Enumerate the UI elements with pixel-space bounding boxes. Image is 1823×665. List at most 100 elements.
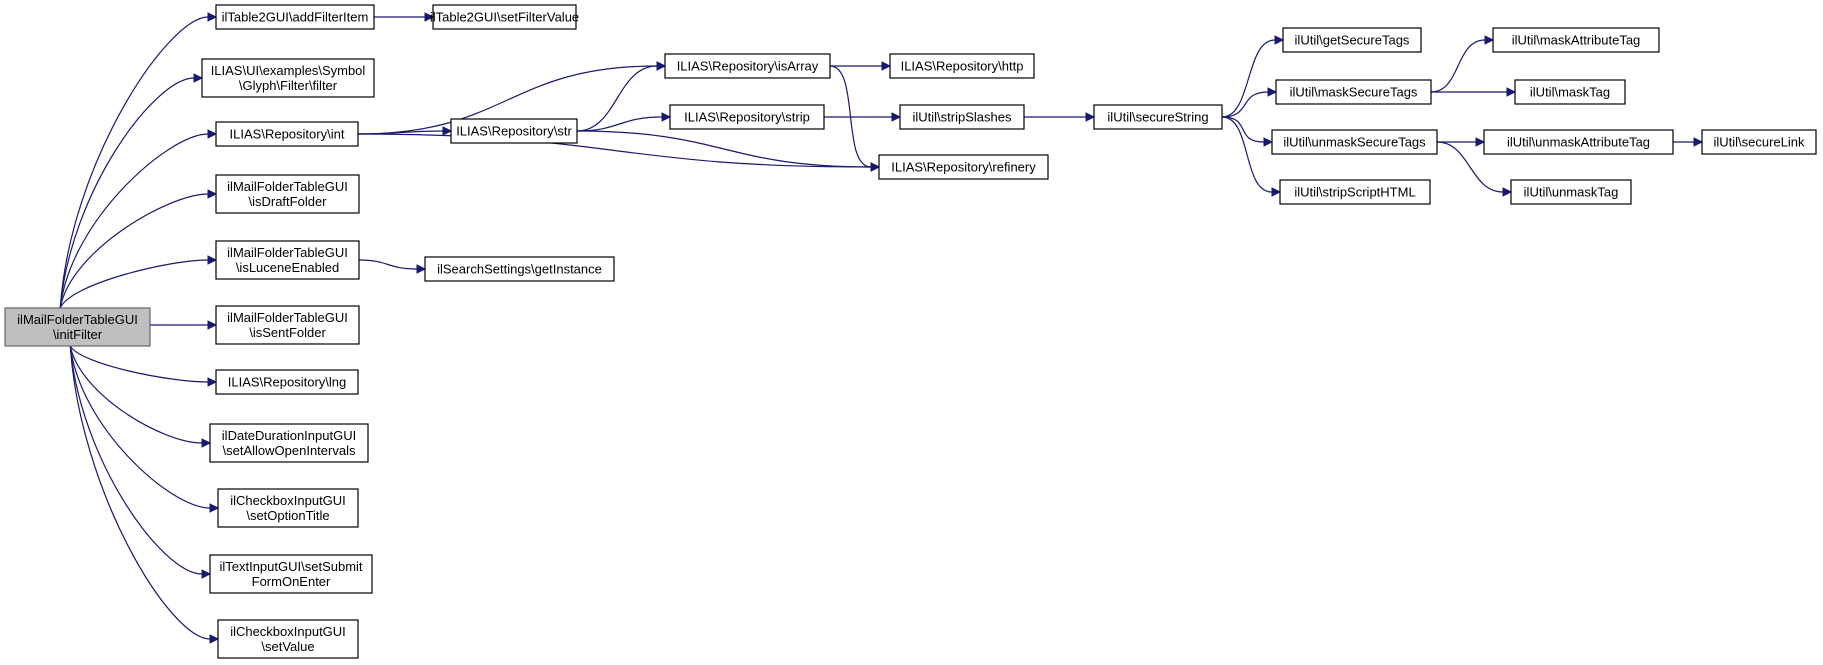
node-unmask-tag[interactable]: ilUtil\unmaskTag xyxy=(1510,179,1632,205)
node-is-draft-folder[interactable]: ilMailFolderTableGUI\isDraftFolder xyxy=(215,174,360,214)
edge-secure_string-to-unmask_secure_tags xyxy=(1221,116,1265,143)
node-box xyxy=(209,554,373,594)
node-label: ILIAS\Repository\int xyxy=(230,127,345,142)
arrowhead-is_draft_folder xyxy=(207,189,218,199)
node-label: ILIAS\Repository\str xyxy=(456,124,572,139)
node-box xyxy=(450,118,578,144)
node-set-option-title[interactable]: ilCheckboxInputGUI\setOptionTitle xyxy=(217,488,359,528)
edge-secure_string-to-get_secure_tags xyxy=(1221,39,1276,118)
node-mask-secure-tags[interactable]: ilUtil\maskSecureTags xyxy=(1275,79,1432,105)
arrowhead-repo_http xyxy=(881,61,892,71)
node-mask-attribute-tag[interactable]: ilUtil\maskAttributeTag xyxy=(1492,27,1660,53)
node-label: ilCheckboxInputGUI xyxy=(230,624,346,639)
edge-repo_str-to-repo_refinery xyxy=(576,130,872,168)
arrowhead-is_lucene_enabled xyxy=(207,255,218,265)
node-label: ilMailFolderTableGUI xyxy=(17,312,138,327)
node-label: ilUtil\stripSlashes xyxy=(913,110,1012,125)
node-box xyxy=(1510,179,1632,205)
edges-layer xyxy=(59,12,1704,644)
node-repo-refinery[interactable]: ILIAS\Repository\refinery xyxy=(878,154,1049,180)
node-unmask-attribute-tag[interactable]: ilUtil\unmaskAttributeTag xyxy=(1483,129,1674,155)
arrowhead-symbol_glyph_filter xyxy=(193,73,204,83)
edge-secure_string-to-mask_secure_tags xyxy=(1221,91,1269,118)
arrowhead-set_submit_form_on_enter xyxy=(201,569,212,579)
node-init-filter[interactable]: ilMailFolderTableGUI\initFilter xyxy=(4,307,151,347)
node-box xyxy=(664,53,831,79)
arrowhead-repo_strip xyxy=(661,112,672,122)
node-strip-slashes[interactable]: ilUtil\stripSlashes xyxy=(899,104,1025,130)
edge-repo_int-to-repo_is_array xyxy=(357,65,658,135)
node-box xyxy=(889,53,1035,79)
node-repo-lng[interactable]: ILIAS\Repository\lng xyxy=(215,369,359,395)
edge-repo_int-to-repo_refinery xyxy=(357,133,872,168)
node-box xyxy=(215,121,359,147)
arrowhead-search_get_instance xyxy=(416,264,427,274)
edge-unmask_secure_tags-to-unmask_tag xyxy=(1436,141,1504,193)
node-repo-int[interactable]: ILIAS\Repository\int xyxy=(215,121,359,147)
node-box xyxy=(878,154,1049,180)
node-is-sent-folder[interactable]: ilMailFolderTableGUI\isSentFolder xyxy=(215,305,360,345)
node-is-lucene-enabled[interactable]: ilMailFolderTableGUI\isLuceneEnabled xyxy=(215,240,360,280)
arrowhead-is_sent_folder xyxy=(207,320,218,330)
node-checkbox-set-value[interactable]: ilCheckboxInputGUI\setValue xyxy=(217,619,359,659)
node-label: \initFilter xyxy=(53,327,103,342)
node-label: \setValue xyxy=(261,639,314,654)
arrowhead-repo_refinery xyxy=(870,162,881,172)
node-box xyxy=(215,305,360,345)
node-label: ILIAS\Repository\isArray xyxy=(677,59,819,74)
node-symbol-glyph-filter[interactable]: ILIAS\UI\examples\Symbol\Glyph\Filter\fi… xyxy=(201,58,375,98)
node-box xyxy=(1279,179,1431,205)
node-repo-is-array[interactable]: ILIAS\Repository\isArray xyxy=(664,53,831,79)
edge-init_filter-to-repo_int xyxy=(59,133,209,309)
edge-init_filter-to-symbol_glyph_filter xyxy=(59,77,195,309)
node-mask-tag[interactable]: ilUtil\maskTag xyxy=(1514,79,1626,105)
node-label: ilUtil\secureString xyxy=(1107,110,1208,125)
node-label: ilUtil\unmaskAttributeTag xyxy=(1507,135,1650,150)
node-label: ilTable2GUI\addFilterItem xyxy=(222,10,369,25)
node-label: ilUtil\getSecureTags xyxy=(1295,33,1410,48)
node-label: FormOnEnter xyxy=(252,574,331,589)
node-label: ilUtil\stripScriptHTML xyxy=(1294,185,1415,200)
node-label: ilMailFolderTableGUI xyxy=(227,179,348,194)
edge-init_filter-to-add_filter_item xyxy=(59,16,209,309)
node-label: ilUtil\unmaskSecureTags xyxy=(1283,135,1426,150)
node-box xyxy=(1514,79,1626,105)
arrowhead-repo_lng xyxy=(207,377,218,387)
node-repo-str[interactable]: ILIAS\Repository\str xyxy=(450,118,578,144)
arrowhead-set_filter_value xyxy=(424,12,435,22)
arrowhead-secure_string xyxy=(1085,112,1096,122)
edge-is_lucene_enabled-to-search_get_instance xyxy=(358,259,418,270)
node-set-allow-open-intervals[interactable]: ilDateDurationInputGUI\setAllowOpenInter… xyxy=(209,423,369,463)
edge-mask_secure_tags-to-mask_attribute_tag xyxy=(1430,39,1486,93)
node-box xyxy=(1275,79,1432,105)
node-label: ILIAS\Repository\lng xyxy=(228,375,347,390)
edge-init_filter-to-set_submit_form_on_enter xyxy=(69,345,203,575)
edge-init_filter-to-is_draft_folder xyxy=(59,193,209,309)
node-get-secure-tags[interactable]: ilUtil\getSecureTags xyxy=(1282,27,1422,53)
node-label: ILIAS\Repository\refinery xyxy=(891,160,1036,175)
node-label: ilSearchSettings\getInstance xyxy=(437,262,602,277)
edge-secure_string-to-strip_script_html xyxy=(1221,116,1273,193)
node-label: ilUtil\maskTag xyxy=(1530,85,1610,100)
node-repo-http[interactable]: ILIAS\Repository\http xyxy=(889,53,1035,79)
node-box xyxy=(1701,129,1817,155)
arrowhead-mask_secure_tags xyxy=(1267,87,1278,97)
edge-init_filter-to-checkbox_set_value xyxy=(69,345,211,640)
node-unmask-secure-tags[interactable]: ilUtil\unmaskSecureTags xyxy=(1271,129,1438,155)
node-box xyxy=(215,369,359,395)
node-set-filter-value[interactable]: ilTable2GUI\setFilterValue xyxy=(430,4,579,30)
node-search-get-instance[interactable]: ilSearchSettings\getInstance xyxy=(424,256,615,282)
node-label: ILIAS\UI\examples\Symbol xyxy=(211,63,366,78)
node-secure-string[interactable]: ilUtil\secureString xyxy=(1093,104,1223,130)
node-repo-strip[interactable]: ILIAS\Repository\strip xyxy=(669,104,825,130)
node-secure-link[interactable]: ilUtil\secureLink xyxy=(1701,129,1817,155)
arrowhead-get_secure_tags xyxy=(1274,35,1285,45)
arrowhead-checkbox_set_value xyxy=(209,634,220,644)
node-add-filter-item[interactable]: ilTable2GUI\addFilterItem xyxy=(215,4,375,30)
nodes-layer: ilMailFolderTableGUI\initFilterilTable2G… xyxy=(4,4,1817,659)
node-label: ILIAS\Repository\http xyxy=(901,59,1024,74)
node-strip-script-html[interactable]: ilUtil\stripScriptHTML xyxy=(1279,179,1431,205)
node-box xyxy=(217,619,359,659)
node-box xyxy=(215,174,360,214)
